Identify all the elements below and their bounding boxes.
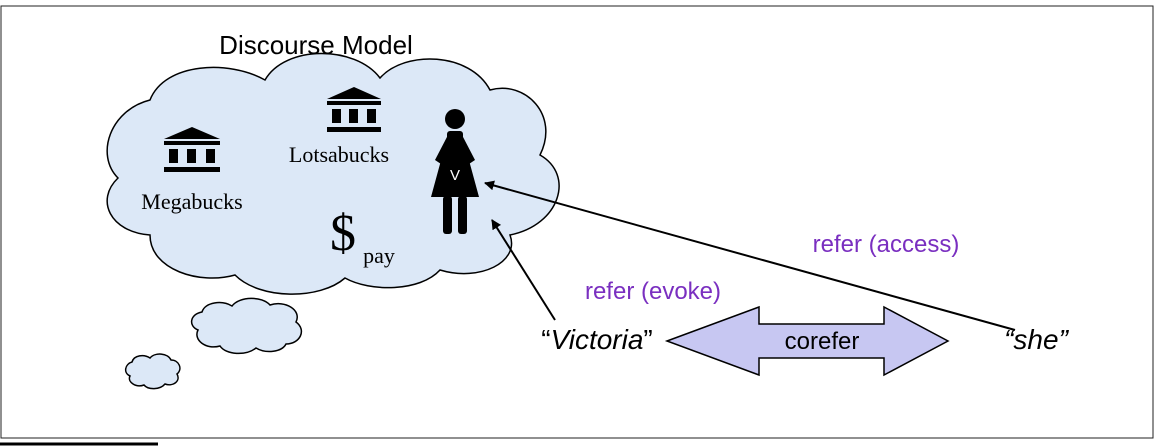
entity-initial-victoria: V xyxy=(450,167,460,184)
mention-victoria: “Victoria” xyxy=(541,324,653,355)
payment-subscript: pay xyxy=(363,243,395,268)
bank-icon xyxy=(164,127,220,172)
refer-access-label: refer (access) xyxy=(813,231,960,258)
page-title: Discourse Model xyxy=(219,30,413,60)
refer-access-arrow xyxy=(484,180,1016,331)
refer-evoke-arrow xyxy=(491,219,556,321)
refer-evoke-label: refer (evoke) xyxy=(585,278,721,305)
dollar-icon: $ xyxy=(330,205,356,262)
diagram-frame xyxy=(0,5,1154,439)
thought-bubble-medium xyxy=(190,297,303,355)
entity-label-megabucks: Megabucks xyxy=(141,189,242,214)
bank-icon xyxy=(327,87,381,132)
corefer-double-arrow xyxy=(664,305,950,377)
entity-label-lotsabucks: Lotsabucks xyxy=(289,142,389,167)
corefer-label: corefer xyxy=(785,328,860,355)
woman-icon xyxy=(431,109,479,234)
mention-she: “she” xyxy=(1004,324,1069,355)
thought-bubble-small xyxy=(124,353,181,390)
